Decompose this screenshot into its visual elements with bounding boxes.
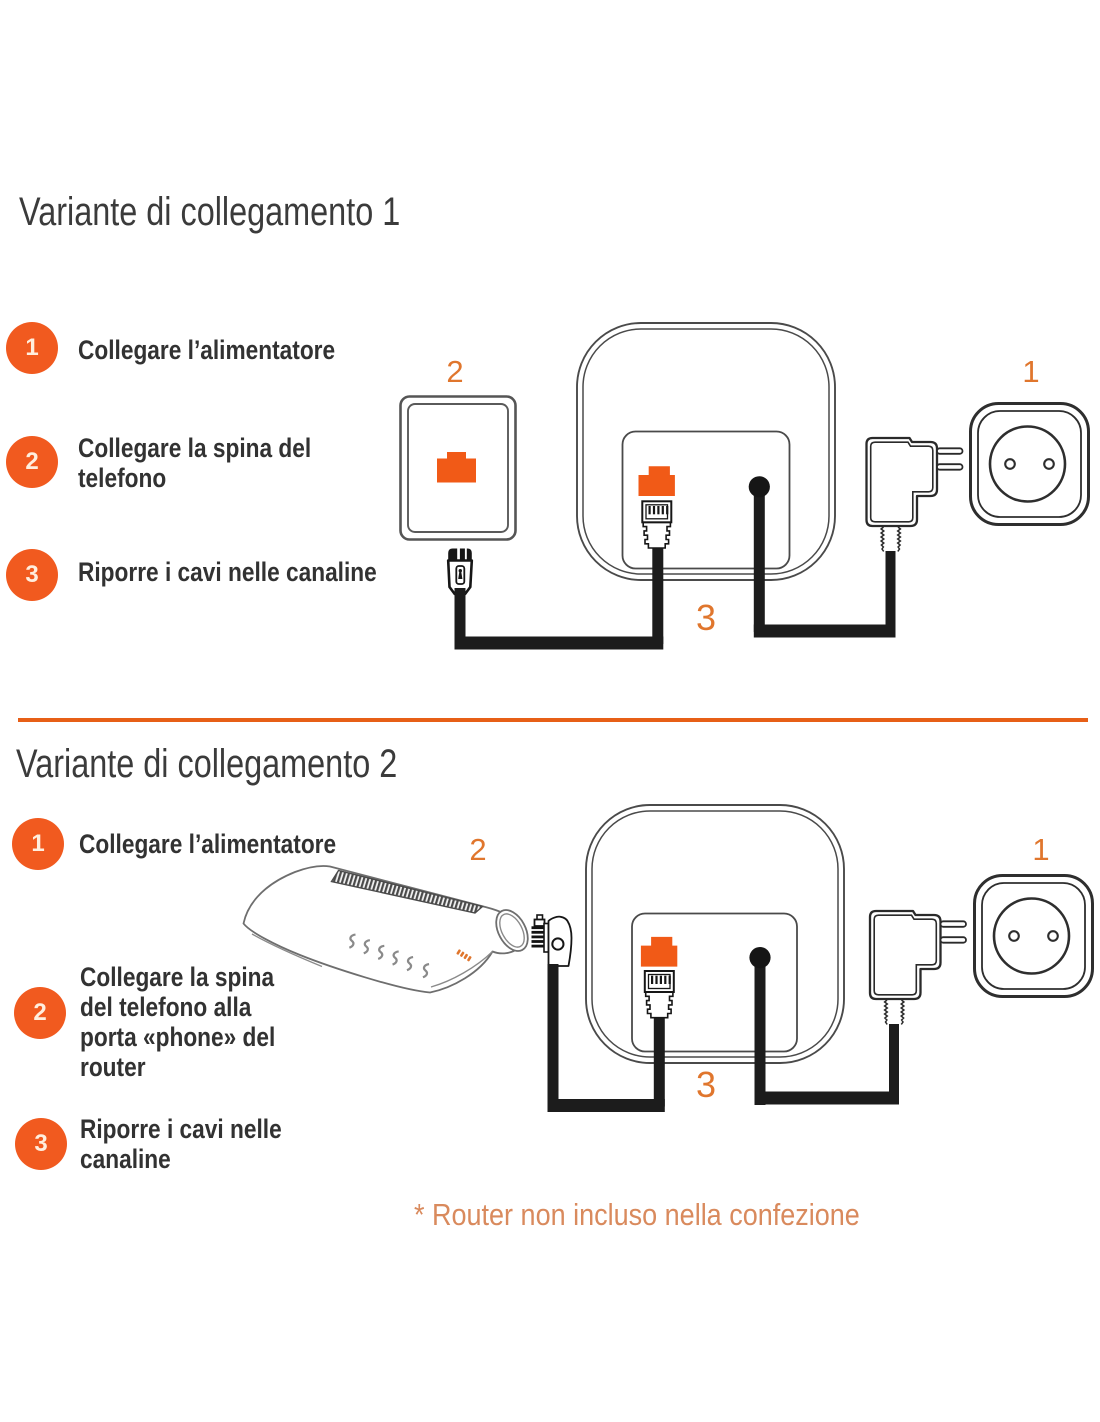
svg-text:1: 1 [1032, 832, 1049, 867]
svg-text:3: 3 [696, 1064, 716, 1105]
svg-text:2: 2 [446, 354, 463, 389]
svg-text:2: 2 [469, 832, 486, 867]
svg-text:1: 1 [1022, 354, 1039, 389]
svg-text:3: 3 [696, 597, 716, 638]
